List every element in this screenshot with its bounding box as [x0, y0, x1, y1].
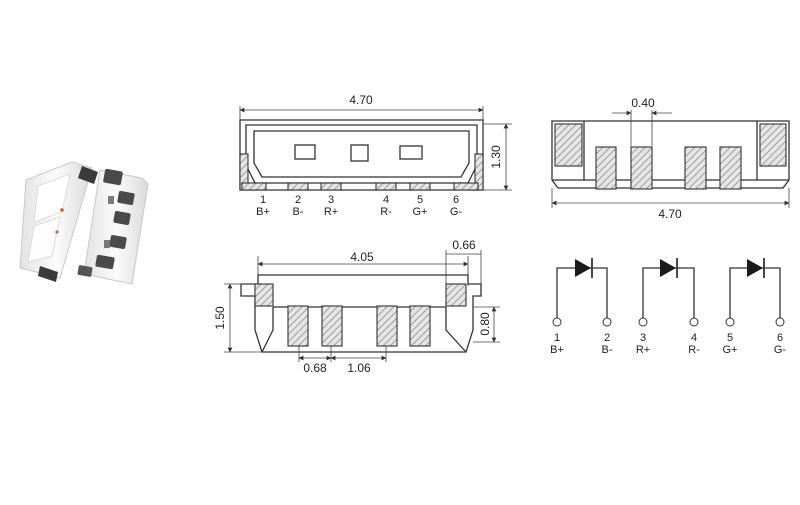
diode-triangle-icon	[747, 259, 763, 277]
pin-label: G-	[450, 206, 463, 218]
led-body-right	[77, 168, 149, 285]
pin-number: 2	[604, 332, 610, 344]
dim-front-width: 4.70	[349, 93, 373, 107]
pin-label: B-	[293, 206, 304, 218]
dim-side-width: 4.05	[350, 250, 374, 264]
pin-number: 1	[260, 194, 266, 206]
diode-red: 3 R+ 4 R-	[636, 258, 700, 356]
dim-bottom-pad-width: 0.40	[631, 96, 655, 110]
pin-number: 3	[640, 332, 646, 344]
pin-number: 3	[328, 194, 334, 206]
dim-side-pad-pitch: 1.06	[347, 361, 371, 375]
pin-number: 6	[453, 194, 459, 206]
pin-label: G+	[723, 344, 738, 356]
pin-number: 5	[417, 194, 423, 206]
diode-green: 5 G+ 6 G-	[723, 258, 787, 356]
led-body-left	[19, 161, 98, 282]
emitter-window-3	[399, 145, 423, 160]
pin-label: B+	[256, 206, 270, 218]
dim-front-height: 1.30	[489, 145, 503, 169]
terminal-circle-icon	[638, 317, 648, 327]
terminal-circle-icon	[552, 317, 562, 327]
terminal-circle-icon	[689, 317, 699, 327]
emitter-window-1	[294, 144, 316, 160]
pin-number: 5	[727, 332, 733, 344]
terminal-circle-icon	[775, 317, 785, 327]
pin-number: 6	[777, 332, 783, 344]
pin-number: 4	[383, 194, 389, 206]
pin-label: B-	[602, 344, 613, 356]
pin-number: 4	[691, 332, 697, 344]
terminal-circle-icon	[602, 317, 612, 327]
diode-blue: 1 B+ 2 B-	[550, 258, 613, 356]
bottom-view: 0.40 4.70	[551, 96, 790, 221]
pin-label: R-	[688, 344, 700, 356]
diode-triangle-icon	[575, 259, 591, 277]
pin-label: R-	[380, 206, 392, 218]
terminal-circle-icon	[725, 317, 735, 327]
pin-number: 1	[554, 332, 560, 344]
pin-label: G-	[774, 344, 787, 356]
pin-label: R+	[324, 206, 338, 218]
dim-side-pad-width: 0.68	[303, 361, 327, 375]
front-view: 4.70 1.30 1 B+ 2 B- 3 R+ 4	[239, 93, 512, 218]
pin-label: G+	[413, 206, 428, 218]
side-view: 4.05 0.66 1.50 0.80 0.68 1.06	[213, 238, 500, 375]
led-schematic: 1 B+ 2 B- 3 R+ 4 R- 5 G+ 6 G-	[550, 258, 786, 356]
front-pin-labels: 1 B+ 2 B- 3 R+ 4 R- 5 G+ 6 G-	[256, 194, 462, 218]
dim-bottom-total-width: 4.70	[658, 207, 682, 221]
dim-side-height: 1.50	[213, 306, 227, 330]
dim-side-pad-height: 0.80	[478, 312, 492, 336]
emitter-window-2	[350, 144, 369, 162]
pin-number: 2	[295, 194, 301, 206]
pin-label: B+	[550, 344, 564, 356]
dim-side-end-width: 0.66	[452, 238, 476, 252]
led-product-photo	[19, 161, 149, 285]
pin-label: R+	[636, 344, 650, 356]
diode-triangle-icon	[660, 259, 676, 277]
